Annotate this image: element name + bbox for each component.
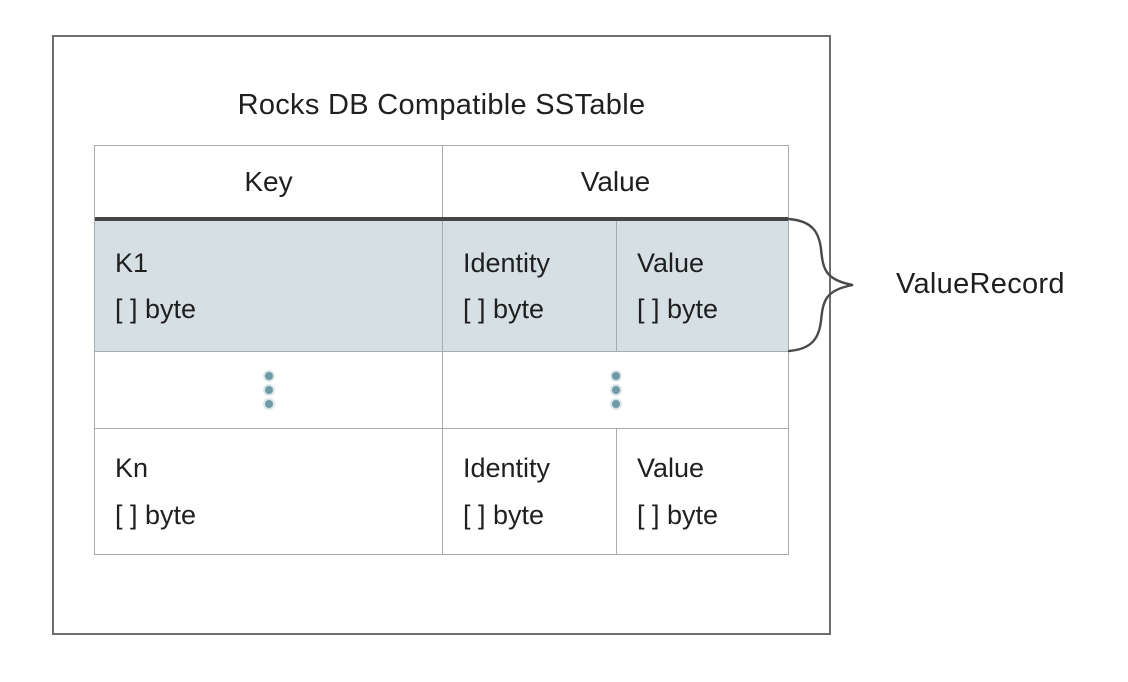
- value-size: [ ] byte: [637, 499, 719, 530]
- key-size: [ ] byte: [115, 499, 197, 530]
- value-size: [ ] byte: [637, 294, 719, 324]
- cell-kn-identity: Identity [ ] byte: [442, 429, 616, 554]
- identity-size: [ ] byte: [463, 294, 545, 324]
- vertical-ellipsis-icon: [264, 369, 273, 411]
- key-name: K1: [115, 247, 149, 278]
- record-row-k1: K1 [ ] byte Identity [ ] byte Value [ ] …: [95, 221, 788, 351]
- identity-size: [ ] byte: [463, 499, 545, 530]
- vertical-ellipsis-icon: [611, 369, 620, 411]
- cell-k1-identity: Identity [ ] byte: [442, 221, 616, 351]
- sstable-layout-table: Key Value K1 [ ] byte Identity [ ] byte …: [94, 145, 789, 555]
- ellipsis-cell-key: [95, 352, 442, 428]
- cell-k1-key: K1 [ ] byte: [95, 221, 442, 351]
- sstable-container-box: Rocks DB Compatible SSTable Key Value K1…: [52, 35, 831, 635]
- header-cell-value: Value: [442, 146, 788, 217]
- curly-brace: [787, 217, 854, 353]
- key-name: Kn: [115, 453, 149, 484]
- cell-k1-value: Value [ ] byte: [616, 221, 788, 351]
- cell-kn-key: Kn [ ] byte: [95, 429, 442, 554]
- table-header-row: Key Value: [95, 146, 788, 221]
- key-size: [ ] byte: [115, 294, 197, 324]
- header-value-label: Value: [580, 165, 651, 197]
- identity-name: Identity: [463, 247, 551, 278]
- record-row-kn: Kn [ ] byte Identity [ ] byte Value [ ] …: [95, 428, 788, 554]
- value-name: Value: [637, 247, 705, 278]
- ellipsis-cell-value: [442, 352, 788, 428]
- header-cell-key: Key: [95, 146, 442, 217]
- value-name: Value: [637, 453, 705, 484]
- identity-name: Identity: [463, 453, 551, 484]
- diagram-title: Rocks DB Compatible SSTable: [237, 89, 646, 121]
- header-key-label: Key: [244, 165, 293, 197]
- ellipsis-row: [95, 351, 788, 428]
- cell-kn-value: Value [ ] byte: [616, 429, 788, 554]
- value-record-label: ValueRecord: [896, 268, 1065, 300]
